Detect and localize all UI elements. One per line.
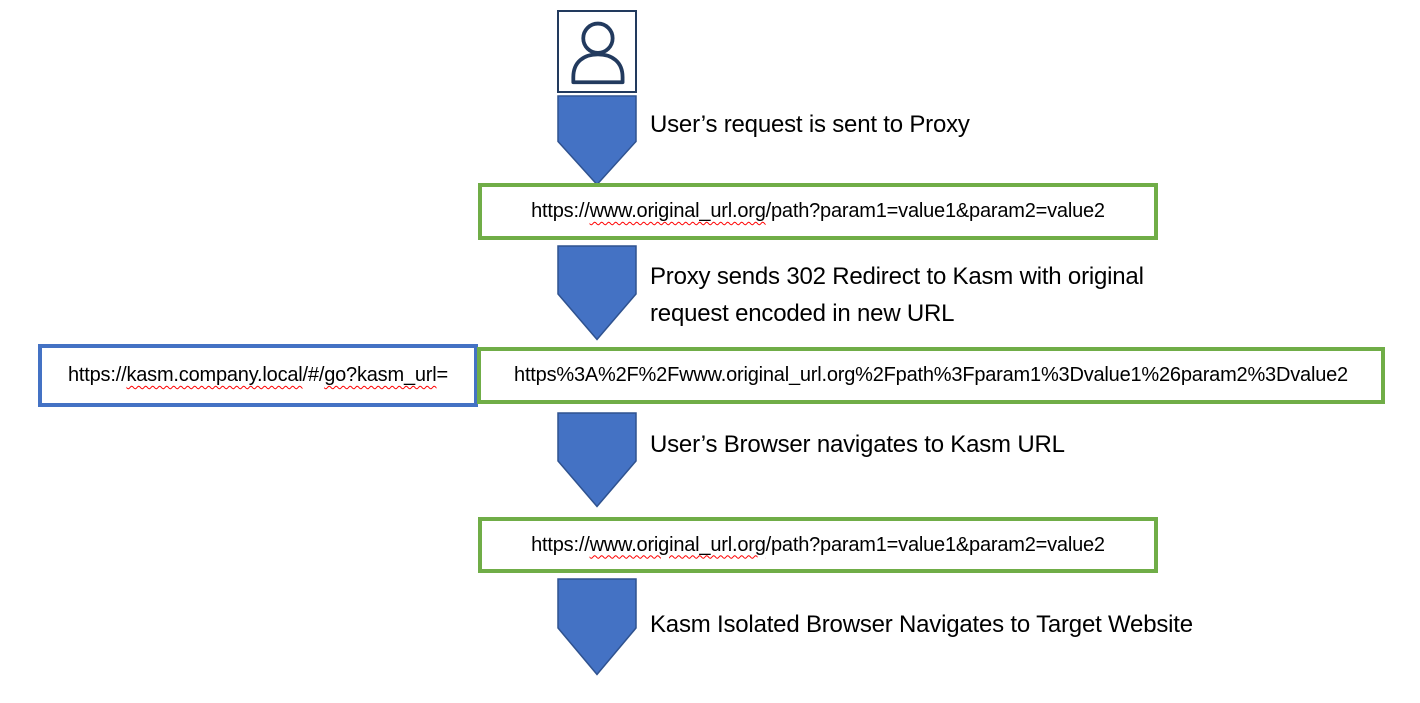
url-segment-misspelled: www.original_url.org xyxy=(589,200,766,222)
url-segment: /path?param1=value1&param2=value2 xyxy=(765,200,1105,222)
url-segment: /path?param1=value1&param2=value2 xyxy=(765,533,1105,556)
user-icon xyxy=(557,10,637,93)
step2-label-line2: request encoded in new URL xyxy=(650,300,955,327)
original-url-box: https://www.original_url.org/path?param1… xyxy=(478,183,1158,240)
url-segment-misspelled: www.original_url.org xyxy=(589,533,766,556)
step2-label-line1: Proxy sends 302 Redirect to Kasm with or… xyxy=(650,263,1144,290)
step4-label: Kasm Isolated Browser Navigates to Targe… xyxy=(650,611,1193,638)
url-segment: = xyxy=(436,364,449,386)
url-segment: https:// xyxy=(68,364,127,386)
down-arrow-icon xyxy=(557,245,637,341)
down-arrow-icon xyxy=(557,578,637,676)
step1-label: User’s request is sent to Proxy xyxy=(650,111,970,138)
original-url-box-repeat: https://www.original_url.org/path?param1… xyxy=(478,517,1158,573)
url-segment: https:// xyxy=(531,200,590,222)
kasm-url-prefix-box: https://kasm.company.local/#/go?kasm_url… xyxy=(38,344,478,407)
url-segment-misspelled: kasm.company.local xyxy=(126,364,303,386)
down-arrow-icon xyxy=(557,95,637,186)
url-segment: https%3A%2F%2Fwww.original_url.org%2Fpat… xyxy=(514,364,1348,386)
url-segment: https:// xyxy=(531,533,590,556)
encoded-original-url-box: https%3A%2F%2Fwww.original_url.org%2Fpat… xyxy=(477,347,1385,404)
step3-label: User’s Browser navigates to Kasm URL xyxy=(650,431,1065,458)
url-segment: /#/ xyxy=(302,364,325,386)
person-glyph xyxy=(571,21,625,85)
step2-label: Proxy sends 302 Redirect to Kasm with or… xyxy=(650,258,1144,332)
url-segment-misspelled: go?kasm_url xyxy=(324,364,437,386)
down-arrow-icon xyxy=(557,412,637,508)
